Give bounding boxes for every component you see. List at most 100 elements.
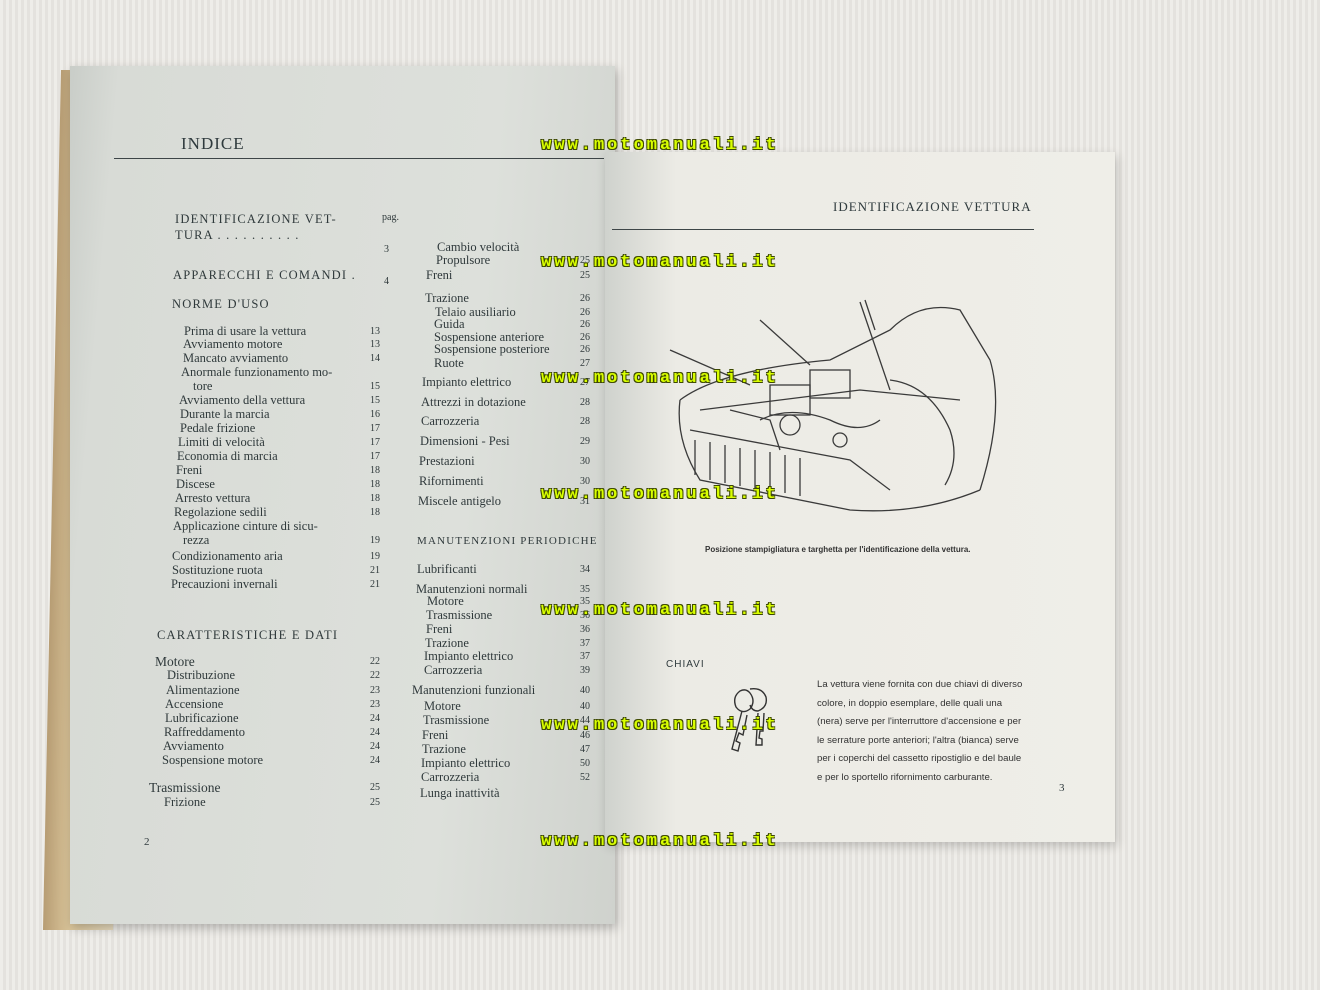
watermark-6: www.motomanuali.it — [541, 716, 779, 735]
toc-entry-label: Pedale frizione — [180, 421, 256, 435]
toc-entry-page: 34 — [580, 564, 590, 575]
toc-entry-page: 28 — [580, 397, 590, 408]
toc-entry-page: 21 — [370, 579, 380, 590]
toc-entry: Lunga inattività — [420, 786, 500, 801]
toc-entry-page: 35 — [580, 584, 590, 595]
toc-entry-label: Sospensione posteriore — [434, 342, 550, 356]
toc-entry-label: Lubrificanti — [417, 562, 477, 576]
chiavi-paragraph: La vettura viene fornita con due chiavi … — [817, 679, 1023, 783]
toc-entry-label: Cambio velocità — [437, 240, 520, 254]
toc-entry-label: Trazione — [422, 742, 466, 756]
toc-entry-page: 36 — [580, 610, 590, 621]
toc-entry-label: Freni — [422, 728, 449, 742]
toc-entry-label: Carrozzeria — [421, 770, 480, 784]
toc-entry-label: Trasmissione — [426, 608, 493, 622]
toc-entry-page: 22 — [370, 656, 380, 667]
toc-section-heading: NORME D'USO — [172, 297, 270, 311]
toc-entry-label: Motore — [427, 594, 464, 608]
toc-entry-label: Guida — [434, 317, 465, 331]
toc-entry-page: 44 — [580, 715, 590, 726]
toc-entry-label: Economia di marcia — [177, 449, 278, 463]
toc-entry: Trasmissione 36 — [426, 608, 590, 623]
toc-entry-label: Arresto vettura — [175, 491, 251, 505]
toc-entry-page: 23 — [370, 685, 380, 696]
toc-entry: Rifornimenti 30 — [419, 474, 590, 489]
toc-section-heading: TURA . . . . . . . . . . — [175, 228, 300, 242]
toc-entry-label: Trazione — [425, 636, 469, 650]
toc-entry-label: Telaio ausiliario — [435, 305, 516, 319]
toc-entry-page: 27 — [580, 377, 590, 388]
toc-entry-page: 18 — [370, 493, 380, 504]
toc-entry-label: Avviamento — [163, 739, 224, 753]
keys-icon — [731, 687, 768, 752]
toc-entry-label: Impianto elettrico — [422, 375, 512, 389]
toc-entry-label: Anormale funzionamento mo- — [181, 365, 333, 379]
toc-entry-page: 35 — [580, 596, 590, 607]
toc-entry-label: Avviamento motore — [183, 337, 283, 351]
toc-entry-label: Alimentazione — [166, 683, 240, 697]
toc-entry-label: Limiti di velocità — [178, 435, 265, 449]
toc-entry-label: Freni — [176, 463, 203, 477]
toc-page-number: pag. — [382, 212, 399, 223]
watermark-5: www.motomanuali.it — [541, 601, 779, 620]
toc-entry: Applicazione cinture di sicu- — [173, 519, 318, 534]
toc-entry-label: Regolazione sedili — [174, 505, 267, 519]
toc-entry-page: 17 — [370, 451, 380, 462]
toc-entry-label: Attrezzi in dotazione — [421, 395, 526, 409]
watermark-4: www.motomanuali.it — [541, 485, 779, 504]
toc-section-heading: CARATTERISTICHE E DATI — [157, 628, 339, 642]
toc-entry-page: 50 — [580, 758, 590, 769]
toc-entry-label: Freni — [426, 622, 453, 636]
toc-entry: Freni 36 — [426, 622, 590, 637]
toc-entry: Anormale funzionamento mo- — [181, 365, 332, 380]
toc-entry-page: 26 — [580, 332, 590, 343]
toc-entry-page: 26 — [580, 293, 590, 304]
toc-entry-page: 25 — [370, 797, 380, 808]
illustration-caption: Posizione stampigliatura e targhetta per… — [705, 545, 971, 554]
toc-entry-label: Precauzioni invernali — [171, 577, 278, 591]
toc-page-number: 3 — [384, 244, 389, 255]
right-page-number: 3 — [1059, 782, 1065, 794]
toc-entry-page: 24 — [370, 713, 380, 724]
toc-entry-page: 36 — [580, 624, 590, 635]
toc-entry: Economia di marcia 17 — [177, 449, 380, 464]
toc-entry-page: 23 — [370, 699, 380, 710]
toc-entry-page: 30 — [580, 476, 590, 487]
watermark-1: www.motomanuali.it — [541, 136, 779, 155]
toc-entry-label: Rifornimenti — [419, 474, 484, 488]
toc-entry-label: Raffreddamento — [164, 725, 245, 739]
toc-entry-label: Prima di usare la vettura — [184, 324, 307, 338]
toc-entry-label: Ruote — [434, 356, 464, 370]
title-rule-right — [612, 229, 1034, 230]
left-page-number: 2 — [144, 836, 150, 848]
toc-entry-label: Miscele antigelo — [418, 494, 501, 508]
toc-section-heading: APPARECCHI E COMANDI . — [173, 268, 356, 282]
toc-entry-page: 52 — [580, 772, 590, 783]
